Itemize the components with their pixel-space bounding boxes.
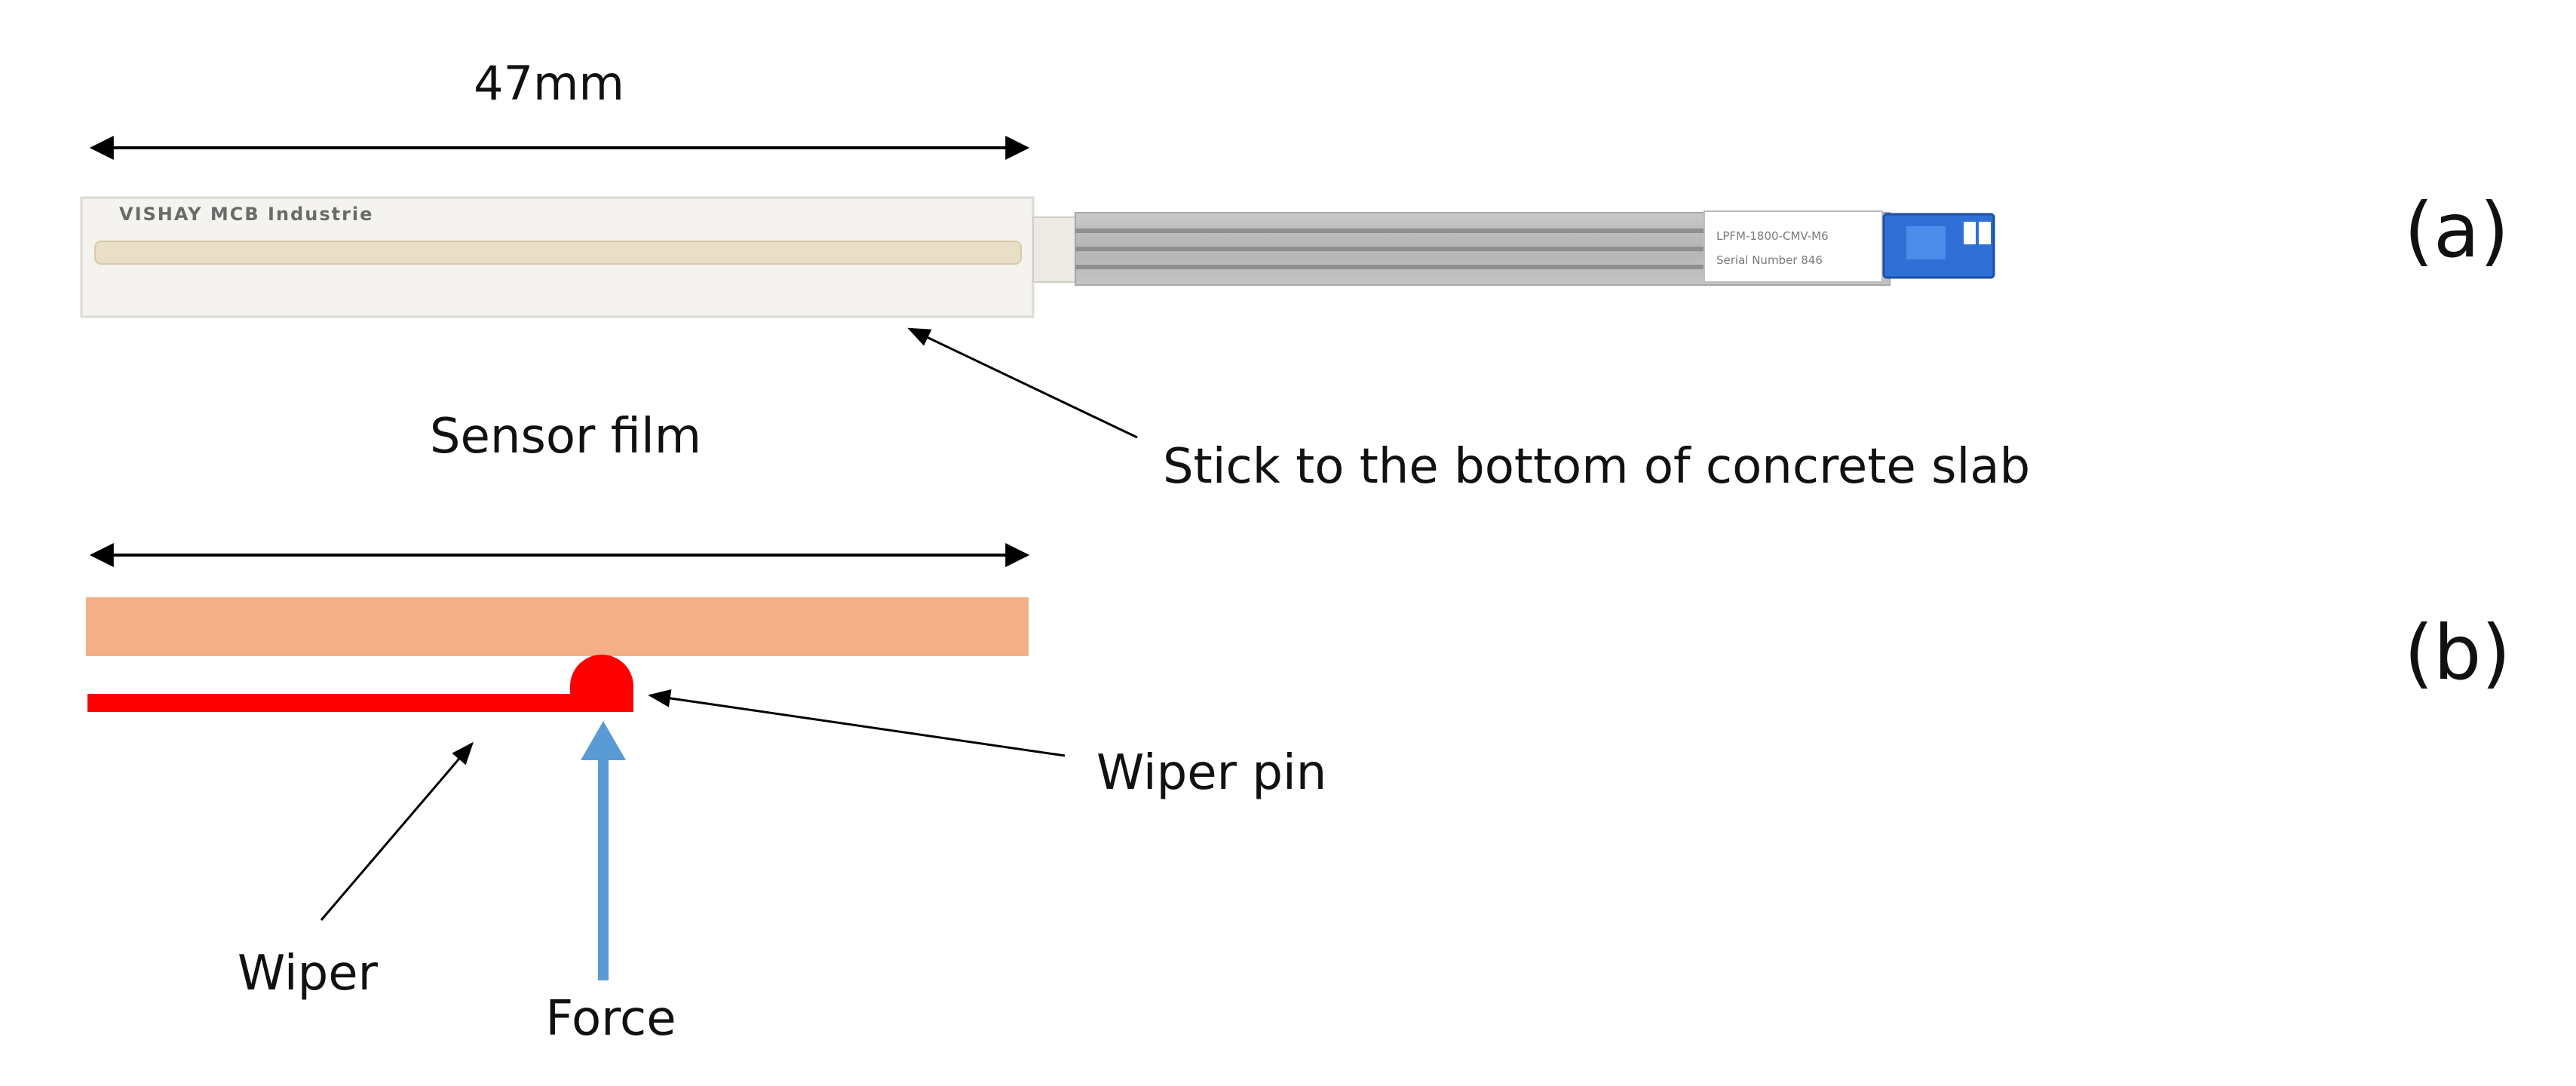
- panel-b: Wiper pin Wiper Force (b): [86, 543, 2511, 1047]
- serial-tag: [1704, 210, 1883, 283]
- wiper-pin-label: Wiper pin: [1096, 745, 1326, 801]
- serial-tag-line1: LPFM-1800-CMV-M6: [1716, 229, 1829, 243]
- serial-tag-line2: Serial Number 846: [1716, 253, 1823, 267]
- force-label: Force: [545, 991, 676, 1047]
- sensor-print: VISHAY MCB Industrie: [119, 204, 373, 225]
- sensor-photo: VISHAY MCB Industrie LPFM-1800-CMV-M6 Se…: [80, 196, 1995, 318]
- sensor-strip: [86, 597, 1029, 656]
- wiper-pointer-arrow: [320, 741, 474, 921]
- force-arrow-head: [581, 721, 626, 760]
- panel-a: 47mm VISHAY MCB Industrie LPFM-1800-CMV-…: [80, 56, 2509, 495]
- wiper-pin-pointer-arrow: [648, 689, 1066, 757]
- wiper-pin: [570, 655, 633, 712]
- wiper-arm: [87, 694, 633, 712]
- panel-label-a: (a): [2404, 186, 2509, 275]
- connector-pin-2: [1979, 222, 1991, 244]
- film-junction: [1032, 216, 1076, 283]
- wiper-label: Wiper: [238, 946, 379, 1002]
- connector-pin-1: [1964, 222, 1976, 244]
- sensor-film-label: Sensor film: [430, 409, 701, 465]
- dimension-label: 47mm: [474, 56, 624, 111]
- resistive-track: [94, 241, 1022, 265]
- panel-label-b: (b): [2404, 609, 2511, 697]
- annotation-stick-to-slab: Stick to the bottom of concrete slab: [1163, 439, 2030, 495]
- annotation-pointer-arrow: [907, 327, 1138, 439]
- connector-slot: [1906, 226, 1946, 259]
